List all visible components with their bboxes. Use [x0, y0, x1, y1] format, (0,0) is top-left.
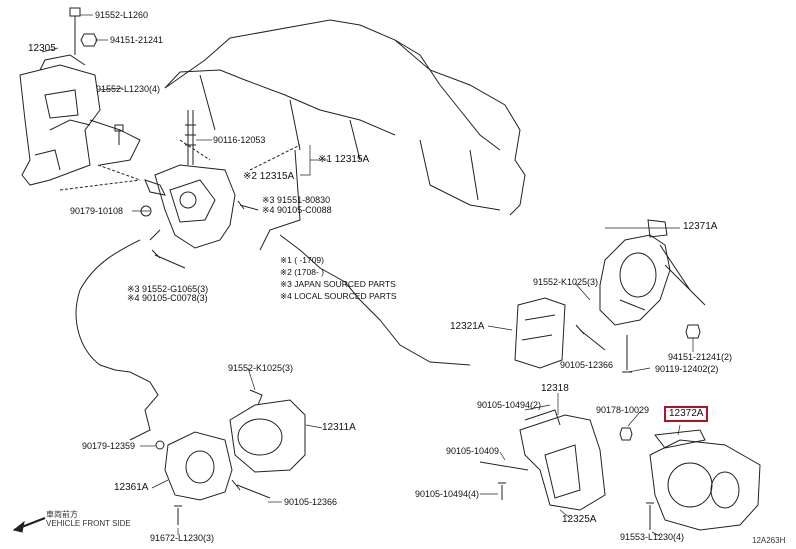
note-4: ※4 LOCAL SOURCED PARTS: [280, 291, 397, 301]
bolt-90119-12402: [622, 335, 632, 373]
label-90179-12359: 90179-12359: [82, 441, 136, 451]
label-91553-L1230: 91553-L1230(4): [620, 532, 685, 542]
label-12311A: 12311A: [322, 422, 356, 433]
label-90116-12053: 90116-12053: [213, 135, 266, 145]
label-94151-21241-2: 94151-21241(2): [668, 352, 733, 362]
label-91552-L1230-4: 91552-L1230(4): [96, 84, 161, 94]
label-91672-L1230: 91672-L1230(3): [150, 533, 215, 543]
label-91551-80830: ※3 91551-80830: [262, 195, 331, 205]
vehicle-front-label: VEHICLE FRONT SIDE: [46, 519, 131, 528]
mount-12311A: [229, 389, 306, 473]
label-90178-10029: 90178-10029: [596, 405, 650, 415]
vehicle-front-jp-label: 車両前方: [46, 510, 78, 519]
label-91552-K1025-top: 91552-K1025(3): [533, 277, 599, 287]
label-91552-G1065: ※3 91552-G1065(3): [127, 284, 209, 294]
bolt-90105-10494: [498, 482, 506, 500]
engine-block-outline: [164, 19, 526, 216]
label-90179-10108: 90179-10108: [70, 206, 124, 216]
label-12315A-sub: ※2 12315A: [243, 171, 295, 182]
bolt-91551-80830: [237, 200, 259, 211]
label-90105-C0088: ※4 90105-C0088: [262, 205, 332, 215]
mount-12372A: [649, 429, 761, 531]
label-90105-10494-2: 90105-10494(2): [477, 400, 542, 410]
label-12305: 12305: [28, 43, 56, 54]
vehicle-front-arrow-icon: [12, 516, 46, 533]
bolt-91672-L1230: [174, 505, 182, 525]
bolt-91552-L1230: [114, 124, 124, 145]
right-mount-assembly: [599, 219, 706, 326]
label-12318: 12318: [541, 383, 569, 394]
label-91552-K1025-mid: 91552-K1025(3): [228, 363, 294, 373]
note-3: ※3 JAPAN SOURCED PARTS: [280, 279, 396, 289]
bolt-91553-L1230: [646, 502, 654, 530]
left-mount-bracket: [144, 164, 236, 249]
bolt-91552-G1065: [151, 249, 186, 269]
reference-code: 12A263H: [752, 536, 786, 545]
label-90105-10494-4: 90105-10494(4): [415, 489, 480, 499]
label-12371A: 12371A: [683, 221, 718, 232]
label-90105-12366-r: 90105-12366: [560, 360, 614, 370]
label-94151-21241-top: 94151-21241: [110, 35, 164, 45]
nut-94151-21241-top: [80, 33, 98, 47]
bracket-12325A: [519, 409, 606, 511]
label-90119-12402: 90119-12402(2): [655, 364, 719, 374]
note-1: ※1 ( -1709): [280, 255, 324, 265]
bolt-90105-12366-l: [231, 479, 271, 499]
nut-94151-21241-2: [685, 324, 701, 339]
label-91552-L1260: 91552-L1260: [95, 10, 149, 20]
bracket-12321A: [514, 297, 566, 369]
stud-90116-12053: [185, 110, 196, 165]
nut-90178-10029: [619, 427, 633, 441]
note-2: ※2 (1708- ): [280, 267, 324, 277]
mount-12361A: [155, 431, 233, 501]
label-90105-12366-l: 90105-12366: [284, 497, 338, 507]
label-12372A[interactable]: 12372A: [664, 406, 709, 422]
label-12325A: 12325A: [562, 514, 597, 525]
label-12361A: 12361A: [114, 482, 149, 493]
label-12315A-main: ※1 12315A: [318, 154, 370, 165]
bolt-90105-12366-r: [575, 324, 606, 351]
bolt-91552-L1260: [69, 7, 81, 55]
bolt-90105-10409: [479, 461, 529, 471]
label-90105-10409: 90105-10409: [446, 446, 500, 456]
label-90105-C0078: ※4 90105-C0078(3): [127, 293, 208, 303]
label-12321A: 12321A: [450, 321, 485, 332]
transmission-outline: [75, 239, 159, 441]
upper-left-mount-bracket: [19, 54, 141, 186]
